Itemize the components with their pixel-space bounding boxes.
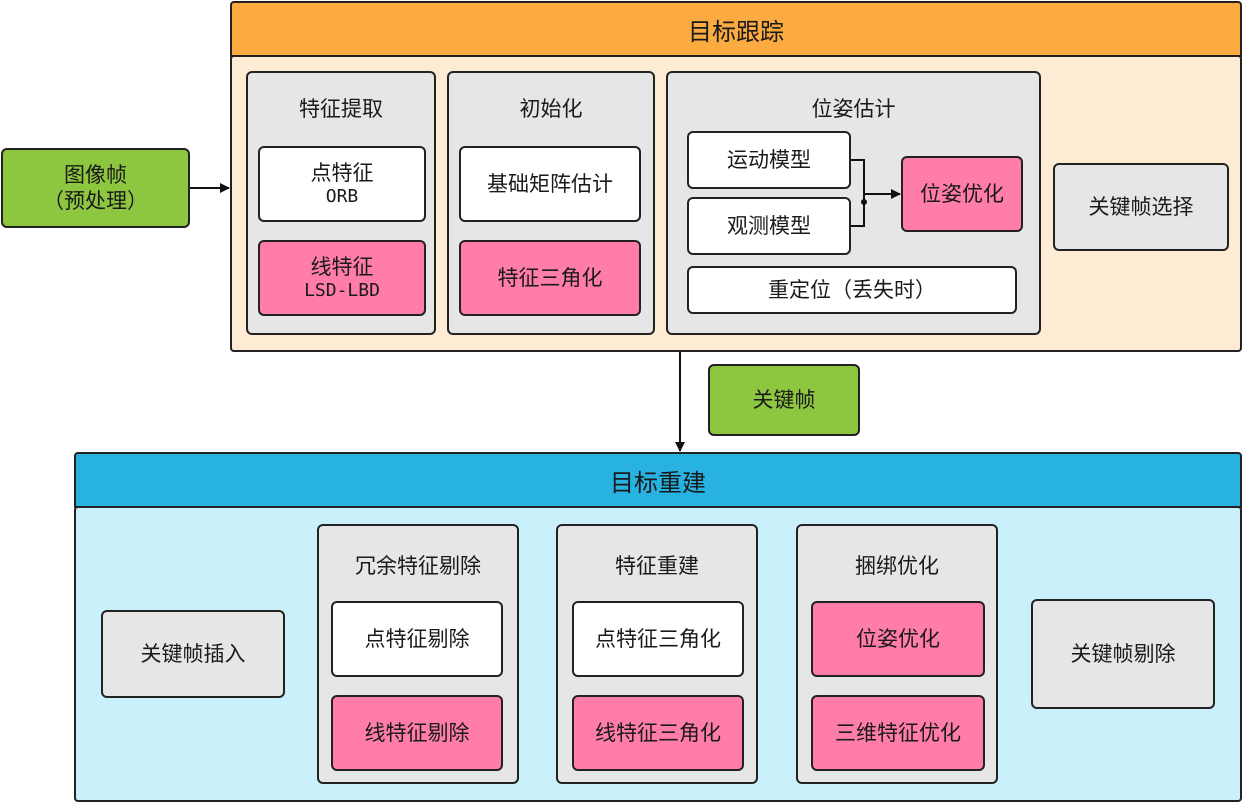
- fundamental-matrix-node: 基础矩阵估计: [459, 146, 641, 222]
- point-feature-node: 点特征 ORB: [258, 146, 426, 222]
- keyframe-selection-node: 关键帧选择: [1053, 163, 1229, 251]
- keyframe-insertion-node: 关键帧插入: [101, 610, 285, 698]
- point-feature-method: ORB: [325, 185, 359, 207]
- motion-model-node: 运动模型: [687, 131, 851, 189]
- pose-optimization-node: 位姿优化: [901, 156, 1023, 232]
- line-removal-label: 线特征剔除: [364, 720, 470, 745]
- reconstruction-header: 目标重建: [74, 452, 1242, 508]
- models-merge-connector: [851, 159, 865, 227]
- tracking-title: 目标跟踪: [688, 17, 784, 46]
- input-frame-node: 图像帧 （预处理）: [1, 148, 190, 228]
- keyframe-removal-label: 关键帧剔除: [1070, 641, 1176, 666]
- feature3d-optimization-label: 三维特征优化: [835, 720, 961, 745]
- keyframe-label: 关键帧: [752, 387, 816, 412]
- observation-model-label: 观测模型: [727, 213, 811, 238]
- relocalization-node: 重定位（丢失时）: [687, 266, 1017, 314]
- feature3d-optimization-node: 三维特征优化: [811, 695, 985, 771]
- merge-junction-dot: [861, 199, 867, 205]
- point-removal-label: 点特征剔除: [364, 626, 470, 651]
- bundle-adjustment-title: 捆绑优化: [855, 554, 939, 578]
- point-triangulation-label: 点特征三角化: [595, 626, 721, 651]
- line-feature-node: 线特征 LSD-LBD: [258, 240, 426, 316]
- keyframe-removal-node: 关键帧剔除: [1031, 599, 1215, 709]
- line-removal-node: 线特征剔除: [331, 695, 503, 771]
- point-removal-node: 点特征剔除: [331, 601, 503, 677]
- feature-triangulation-node: 特征三角化: [459, 240, 641, 316]
- point-feature-label: 点特征: [310, 160, 374, 185]
- keyframe-insertion-label: 关键帧插入: [140, 641, 246, 666]
- keyframe-selection-label: 关键帧选择: [1088, 194, 1194, 219]
- input-frame-label: 图像帧: [64, 162, 127, 187]
- fundamental-matrix-label: 基础矩阵估计: [487, 171, 613, 196]
- feature-extraction-title: 特征提取: [299, 97, 383, 121]
- observation-model-node: 观测模型: [687, 197, 851, 255]
- pose-estimation-title: 位姿估计: [811, 97, 896, 121]
- line-feature-label: 线特征: [310, 254, 374, 279]
- initialization-title: 初始化: [519, 97, 583, 121]
- ba-pose-optimization-label: 位姿优化: [856, 626, 940, 651]
- feature-reconstruction-title: 特征重建: [615, 554, 699, 578]
- feature-triangulation-label: 特征三角化: [497, 265, 603, 290]
- line-feature-method: LSD-LBD: [304, 279, 380, 301]
- line-triangulation-node: 线特征三角化: [572, 695, 744, 771]
- line-triangulation-label: 线特征三角化: [595, 720, 721, 745]
- motion-model-label: 运动模型: [727, 147, 811, 172]
- ba-pose-optimization-node: 位姿优化: [811, 601, 985, 677]
- redundant-removal-title: 冗余特征剔除: [355, 554, 481, 578]
- point-triangulation-node: 点特征三角化: [572, 601, 744, 677]
- pose-optimization-label: 位姿优化: [920, 181, 1004, 206]
- input-frame-sublabel: （预处理）: [43, 189, 148, 213]
- keyframe-node: 关键帧: [708, 364, 860, 436]
- reconstruction-title: 目标重建: [610, 468, 706, 497]
- tracking-header: 目标跟踪: [230, 1, 1242, 57]
- relocalization-label: 重定位（丢失时）: [768, 277, 936, 302]
